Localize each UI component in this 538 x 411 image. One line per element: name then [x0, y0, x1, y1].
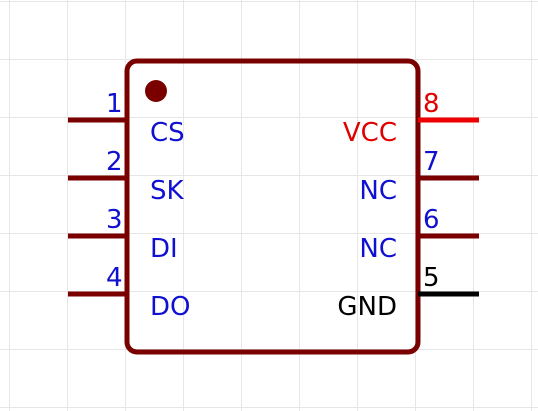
ic-body[interactable] — [124, 58, 421, 355]
pin-5-label: GND — [337, 292, 397, 322]
left-pin-1[interactable]: 1 CS — [68, 89, 185, 148]
pin-7-label: NC — [359, 176, 397, 206]
pin-1-label: CS — [150, 118, 185, 148]
left-pin-3[interactable]: 3 DI — [68, 205, 178, 264]
pin-4-label: DO — [150, 292, 191, 322]
right-pin-6[interactable]: 6 NC — [359, 205, 479, 264]
pin-8-number: 8 — [423, 89, 440, 119]
right-pin-5[interactable]: 5 GND — [337, 263, 479, 322]
right-pin-8[interactable]: 8 VCC — [343, 89, 479, 148]
pin-1-number: 1 — [106, 89, 123, 119]
pin-3-label: DI — [150, 234, 178, 264]
left-pin-2[interactable]: 2 SK — [68, 147, 185, 206]
pin-7-number: 7 — [423, 147, 440, 177]
pin-6-number: 6 — [423, 205, 440, 235]
pin-2-label: SK — [150, 176, 185, 206]
pin-3-number: 3 — [106, 205, 123, 235]
pin-8-label: VCC — [343, 118, 397, 148]
pin1-marker-dot — [145, 80, 167, 102]
left-pin-4[interactable]: 4 DO — [68, 263, 191, 322]
pin-2-number: 2 — [106, 147, 123, 177]
right-pin-7[interactable]: 7 NC — [359, 147, 479, 206]
pin-4-number: 4 — [106, 263, 123, 293]
pin-5-number: 5 — [423, 263, 440, 293]
pin-6-label: NC — [359, 234, 397, 264]
